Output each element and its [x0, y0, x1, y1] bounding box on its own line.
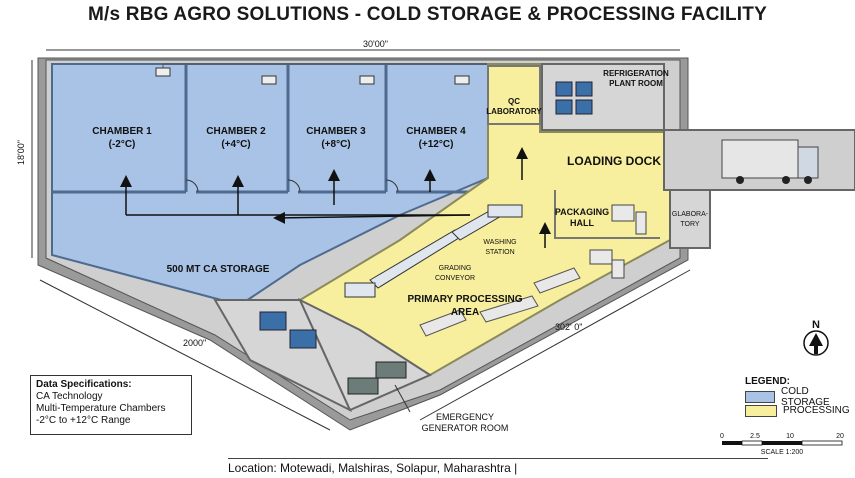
primary-label-2: AREA	[451, 307, 479, 318]
chiller-units	[259, 311, 317, 349]
data-specifications-box: Data Specifications: CA Technology Multi…	[30, 375, 192, 435]
chamber-doors	[185, 179, 399, 193]
specs-line: Multi-Temperature Chambers	[36, 403, 166, 414]
dimension-lines	[31, 49, 691, 431]
packaging-label-1: PACKAGING	[555, 207, 609, 217]
packaging-label-2: HALL	[570, 218, 594, 228]
processing-tables	[419, 267, 581, 337]
specs-line: -2°C to +12°C Range	[36, 415, 131, 426]
legend-swatch-cold	[745, 390, 775, 403]
generator-leader-line	[394, 384, 411, 413]
ca-storage-label: 500 MT CA STORAGE	[167, 264, 270, 275]
generator-units	[347, 361, 407, 395]
legend-swatch-processing	[745, 404, 777, 417]
legend-item: PROCESSING	[745, 404, 855, 417]
qc-lab-label-1: QC	[508, 97, 520, 106]
grading-conveyor	[344, 204, 523, 298]
location-text: Location: Motewadi, Malshiras, Solapur, …	[228, 461, 518, 475]
scale-label: SCALE 1:200	[761, 449, 804, 456]
scale-tick-1: 2.5	[750, 433, 760, 440]
legend-label: PROCESSING	[783, 405, 850, 416]
refrigeration-label-1: REFRIGERATION	[603, 69, 669, 78]
generator-label-2: GENERATOR ROOM	[422, 423, 509, 433]
chamber-walls	[52, 64, 489, 194]
location-footer: Location: Motewadi, Malshiras, Solapur, …	[228, 458, 768, 477]
refrigeration-label-2: PLANT ROOM	[609, 79, 663, 88]
chamber-4-temp: (+12°C)	[419, 139, 454, 150]
legend-label: COLD STORAGE	[781, 385, 830, 408]
scale-tick-2: 10	[786, 433, 794, 440]
generator-label-1: EMERGENCY	[436, 412, 494, 422]
emergency-generator-room	[297, 297, 433, 412]
north-label: N	[812, 319, 820, 331]
glaboratory-label-1: GLABORA-	[672, 211, 709, 218]
specs-heading: Data Specifications:	[36, 379, 132, 390]
grading-label-1: GRADING	[439, 265, 472, 272]
qc-laboratory	[487, 65, 541, 125]
processing-area	[298, 63, 671, 412]
legend-item: COLD STORAGE	[745, 386, 855, 408]
chamber-1-name: CHAMBER 1	[92, 126, 152, 137]
glaboratory-label-2: TORY	[680, 221, 700, 228]
scale-bar	[722, 440, 843, 446]
scale-tick-0: 0	[720, 433, 724, 440]
chamber-3-name: CHAMBER 3	[306, 126, 366, 137]
north-arrow-icon	[803, 330, 829, 356]
chamber-3-temp: (+8°C)	[321, 139, 350, 150]
page-title: M/s RBG AGRO SOLUTIONS - COLD STORAGE & …	[88, 4, 767, 25]
packaging-hall-wall	[554, 190, 660, 239]
specs-line: CA Technology	[36, 391, 103, 402]
refrigeration-plant-room	[541, 63, 665, 131]
chamber-4-name: CHAMBER 4	[406, 126, 466, 137]
primary-label-1: PRIMARY PROCESSING	[407, 294, 522, 305]
dim-top: 30'00"	[363, 39, 388, 49]
washing-label-2: STATION	[485, 249, 514, 256]
flow-arrows	[120, 147, 551, 248]
truck-icon	[721, 139, 819, 184]
dim-bottom-left: 2000"	[183, 338, 206, 348]
chamber-1-temp: (-2°C)	[109, 139, 136, 150]
scale-tick-3: 20	[836, 433, 844, 440]
loading-dock-label: LOADING DOCK	[567, 154, 661, 168]
dim-bottom-right: 302' 0"	[555, 322, 582, 332]
legend-heading: LEGEND:	[745, 376, 790, 387]
chamber-2-name: CHAMBER 2	[206, 126, 266, 137]
washing-label-1: WASHING	[483, 239, 516, 246]
dim-left: 18'00"	[16, 140, 26, 165]
evaporator-units	[155, 63, 488, 85]
glaboratory-room	[669, 189, 711, 249]
packaging-machines	[589, 204, 647, 279]
qc-lab-label-2: LABORATORY	[486, 107, 542, 116]
legend: LEGEND: COLD STORAGE PROCESSING	[745, 376, 855, 417]
grading-label-2: CONVEYOR	[435, 275, 475, 282]
chamber-2-temp: (+4°C)	[221, 139, 250, 150]
refrigeration-compressors	[555, 81, 593, 115]
